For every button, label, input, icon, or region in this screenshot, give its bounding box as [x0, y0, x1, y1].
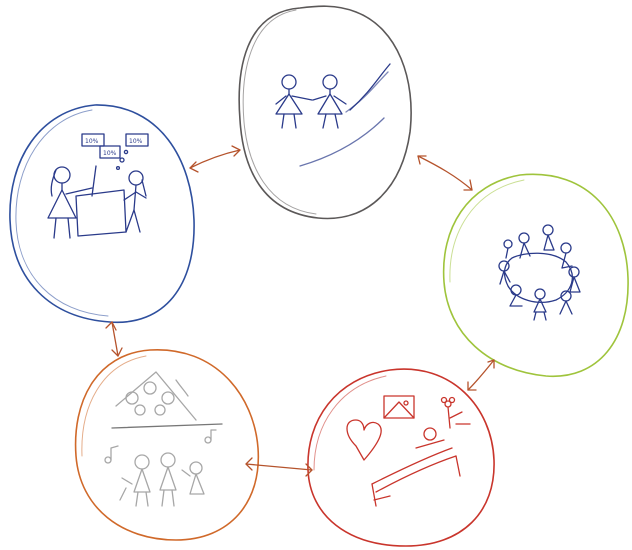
flower-icon: [442, 398, 471, 429]
circle-left: 10% 10% 10%: [10, 105, 194, 322]
circle-right: [444, 174, 628, 376]
circle-bottom-right: [308, 369, 494, 546]
connector-bottomright-bottomleft: [246, 458, 312, 476]
connector-top-right: [418, 156, 472, 190]
circle-top: [239, 6, 411, 218]
connector-bottomleft-left: [106, 322, 122, 356]
heart-icon: [347, 420, 381, 460]
bed-icon: [372, 428, 460, 506]
picture-frame-icon: [384, 396, 414, 418]
teacher-at-board-drawing: 10% 10% 10%: [48, 134, 148, 238]
group-singing-drawing: [105, 372, 222, 506]
board-label-2: 10%: [103, 150, 117, 157]
board-label-1: 10%: [85, 138, 99, 145]
connector-left-top: [190, 146, 240, 172]
two-people-holding-hands-drawing: [276, 64, 390, 166]
heart-bed-picture-flower-drawing: [347, 396, 470, 506]
music-note-icon: [105, 446, 118, 463]
connector-right-bottomright: [468, 360, 494, 390]
board-label-3: 10%: [129, 138, 143, 145]
circle-bottom-left: [76, 350, 259, 540]
music-note-icon: [205, 430, 216, 443]
circle-of-people-drawing: [499, 225, 580, 320]
